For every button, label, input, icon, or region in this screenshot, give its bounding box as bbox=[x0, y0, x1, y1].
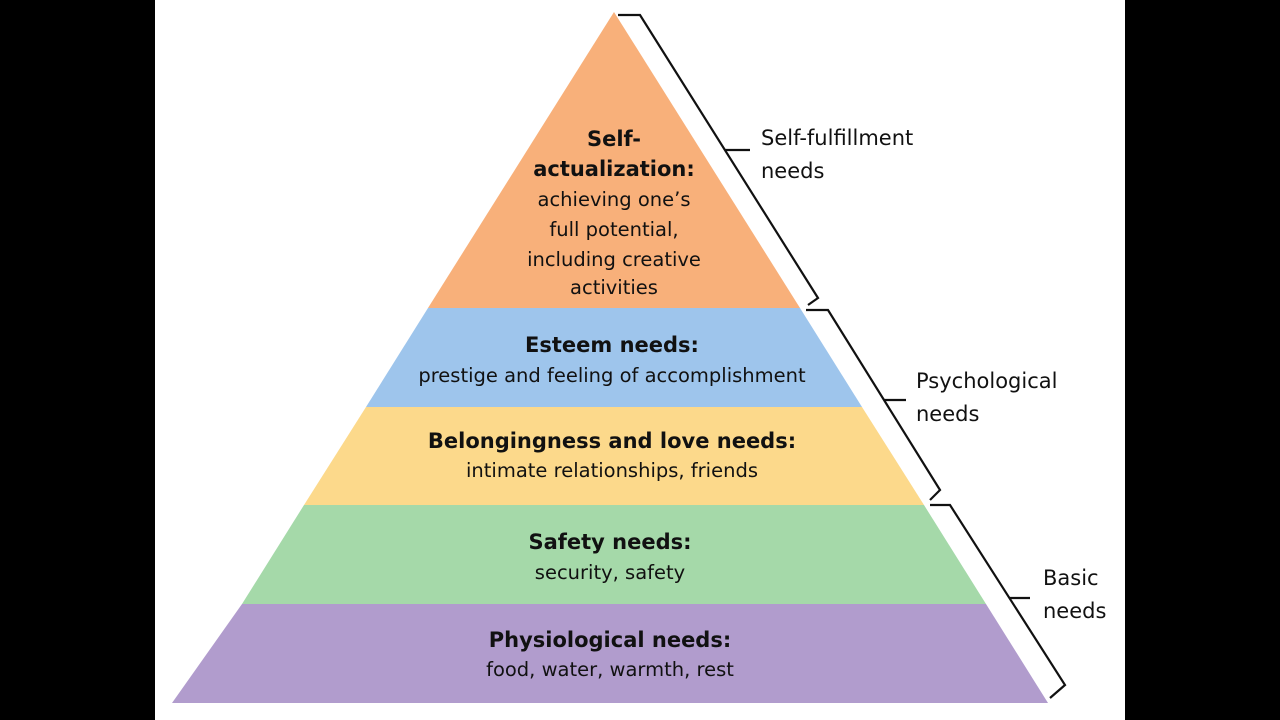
group-label-basic-2: needs bbox=[1043, 599, 1106, 623]
layer-self-actualization bbox=[428, 12, 800, 308]
bracket-basic bbox=[930, 503, 1067, 699]
safety-desc: security, safety bbox=[535, 561, 685, 584]
esteem-desc: prestige and feeling of accomplishment bbox=[418, 364, 806, 387]
self-actualization-title-2: actualization: bbox=[533, 157, 695, 181]
esteem-title: Esteem needs: bbox=[525, 333, 699, 357]
safety-title: Safety needs: bbox=[528, 530, 691, 554]
belongingness-desc: intimate relationships, friends bbox=[466, 459, 758, 482]
self-actualization-desc-1: achieving one’s bbox=[538, 188, 691, 211]
self-actualization-desc-3: including creative bbox=[527, 248, 701, 271]
layer-physiological bbox=[172, 604, 1048, 703]
group-label-psychological-1: Psychological bbox=[916, 369, 1057, 393]
layer-esteem bbox=[366, 308, 862, 407]
group-label-basic-1: Basic bbox=[1043, 566, 1099, 590]
self-actualization-desc-4: activities bbox=[570, 276, 658, 299]
layer-belongingness bbox=[304, 407, 924, 505]
group-label-self-fulfillment-2: needs bbox=[761, 159, 824, 183]
self-actualization-desc-2: full potential, bbox=[549, 218, 678, 241]
group-label-self-fulfillment-1: Self-fulfillment bbox=[761, 126, 913, 150]
physiological-title: Physiological needs: bbox=[489, 628, 732, 652]
self-actualization-title-1: Self- bbox=[587, 127, 641, 151]
physiological-desc: food, water, warmth, rest bbox=[486, 658, 734, 681]
belongingness-title: Belongingness and love needs: bbox=[428, 429, 796, 453]
group-label-psychological-2: needs bbox=[916, 402, 979, 426]
bracket-self-fulfillment bbox=[618, 13, 820, 306]
layer-safety bbox=[242, 505, 986, 604]
group-brackets bbox=[618, 13, 1067, 699]
